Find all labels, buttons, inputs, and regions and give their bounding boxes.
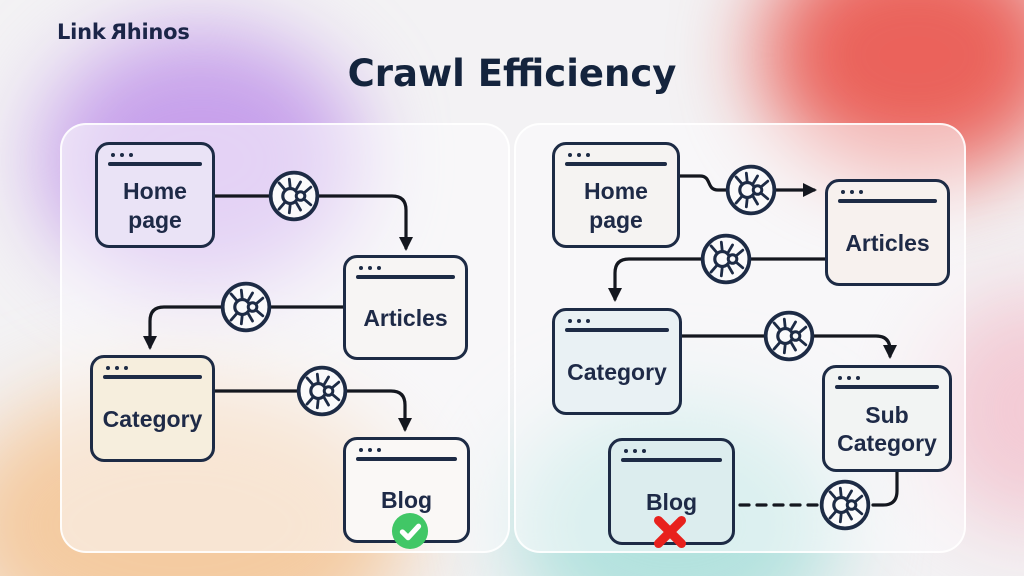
browser-titlebar xyxy=(356,457,457,461)
node-label: Home page xyxy=(584,178,648,233)
browser-dots-icon xyxy=(359,448,467,452)
browser-titlebar xyxy=(108,162,202,166)
node-label: Blog xyxy=(645,488,698,515)
browser-titlebar xyxy=(103,375,202,379)
node-category-right: Category xyxy=(552,308,682,415)
node-label: Articles xyxy=(363,304,448,331)
logo-text-pre: Link xyxy=(57,20,106,44)
node-label: Category xyxy=(102,405,203,432)
browser-dots-icon xyxy=(568,153,677,157)
browser-titlebar xyxy=(565,162,667,166)
node-home-page-left: Home page xyxy=(95,142,215,248)
browser-titlebar xyxy=(621,458,722,462)
node-category-left: Category xyxy=(90,355,215,462)
browser-titlebar xyxy=(838,199,937,203)
browser-titlebar xyxy=(565,328,669,332)
browser-dots-icon xyxy=(568,319,679,323)
node-home-page-right: Home page xyxy=(552,142,680,248)
browser-dots-icon xyxy=(624,449,732,453)
node-label: Sub Category xyxy=(837,401,937,456)
node-blog-left: Blog xyxy=(343,437,470,543)
green-check-icon xyxy=(391,512,429,550)
node-articles-left: Articles xyxy=(343,255,468,360)
browser-titlebar xyxy=(356,275,455,279)
node-label: Articles xyxy=(845,229,930,256)
node-label: Category xyxy=(567,358,667,385)
browser-dots-icon xyxy=(838,376,949,380)
logo-mirrored-r: R xyxy=(110,20,127,44)
browser-dots-icon xyxy=(111,153,212,157)
node-label: Home page xyxy=(123,178,187,233)
node-label: Blog xyxy=(380,487,433,514)
page-title: Crawl Efficiency xyxy=(347,52,677,95)
red-cross-icon xyxy=(653,515,687,549)
node-blog-right: Blog xyxy=(608,438,735,545)
browser-titlebar xyxy=(835,385,939,389)
logo-text-post: hinos xyxy=(126,20,190,44)
browser-dots-icon xyxy=(106,366,212,370)
browser-dots-icon xyxy=(359,266,465,270)
node-articles-right: Articles xyxy=(825,179,950,286)
node-sub-category-right: Sub Category xyxy=(822,365,952,472)
browser-dots-icon xyxy=(841,190,947,194)
